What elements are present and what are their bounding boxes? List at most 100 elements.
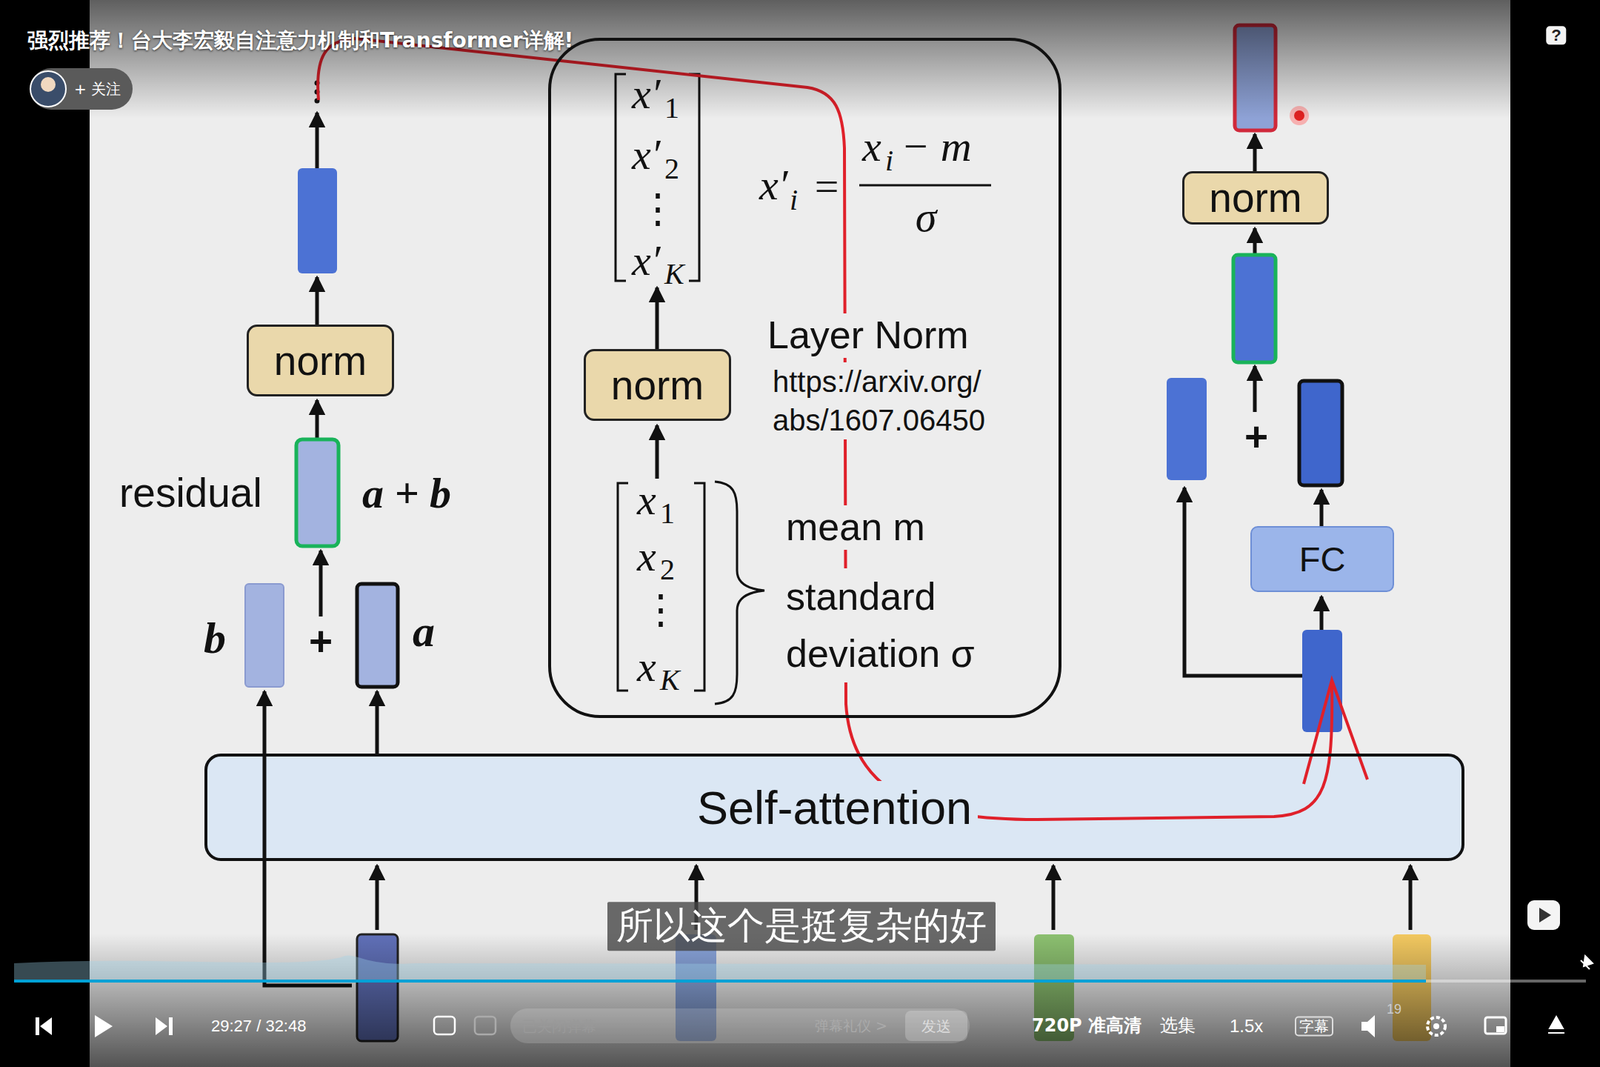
subscript: 1	[664, 91, 680, 126]
panel-text: Layer Norm	[764, 313, 972, 358]
prev-icon	[35, 1017, 40, 1035]
residual-vector	[296, 439, 339, 546]
arrow	[1253, 365, 1258, 412]
arrow	[315, 277, 320, 325]
send-button	[905, 1010, 968, 1041]
bottom-shade	[0, 933, 1600, 1067]
settings-icon	[1433, 1022, 1440, 1029]
arrow	[655, 287, 660, 349]
arrow	[315, 112, 320, 169]
panel-text: mean m	[782, 505, 929, 550]
tv-icon-play	[1539, 907, 1552, 923]
norm-box: norm	[1182, 171, 1329, 225]
vector-name: a	[412, 605, 435, 658]
heat-wave	[14, 954, 1426, 981]
slide-background	[89, 0, 1511, 1067]
formula: =	[814, 162, 840, 212]
norm-box: norm	[583, 348, 732, 421]
matrix-entry: x	[637, 531, 657, 582]
volume-level: 19	[1386, 1001, 1402, 1018]
matrix-entry: ⋮	[637, 185, 678, 232]
matrix-bracket	[617, 482, 629, 691]
quality-button: 720P 准高清	[1031, 1015, 1142, 1037]
fc-box: FC	[1250, 525, 1395, 592]
formula: x′	[759, 160, 788, 211]
subtitle-button: 字幕	[1294, 1016, 1334, 1037]
plus-sign: +	[1244, 413, 1269, 460]
arrow	[1320, 596, 1324, 630]
formula: a + b	[362, 468, 452, 519]
panel-text: https://arxiv.org/ abs/1607.06450	[769, 362, 1058, 440]
avatar-face	[40, 77, 56, 92]
next-icon	[155, 1017, 168, 1035]
play-icon	[94, 1014, 113, 1038]
pen-annotation	[317, 38, 1332, 820]
next-icon	[168, 1017, 173, 1035]
top-shade	[0, 0, 1600, 119]
subscript: 2	[660, 552, 675, 587]
arrow	[319, 550, 323, 617]
help-icon: ?	[1545, 25, 1566, 45]
vector-b	[245, 583, 284, 687]
arrow	[1253, 228, 1258, 255]
formula: σ	[915, 192, 938, 243]
matrix-entry: x	[637, 642, 657, 692]
self-attention-fill	[204, 753, 1465, 861]
vector	[1299, 380, 1343, 486]
speed-button: 1.5x	[1229, 1015, 1263, 1037]
vector	[1166, 377, 1207, 480]
layer-norm-panel: Layer Normhttps://arxiv.org/ abs/1607.06…	[548, 37, 1062, 718]
subscript: 2	[664, 151, 680, 186]
arrow	[655, 425, 660, 479]
vector-a	[357, 583, 398, 687]
arrow	[1051, 865, 1056, 930]
tv-icon	[1527, 900, 1560, 930]
fullscreen-icon	[1548, 1016, 1565, 1033]
arrow	[1253, 134, 1258, 172]
self-attention-box: Self-attention	[204, 753, 1465, 861]
settings-icon	[1427, 1017, 1446, 1035]
matrix-entry: x′	[631, 236, 660, 286]
vector-name: b	[203, 612, 226, 664]
subscript: 1	[660, 496, 675, 531]
arrow	[1408, 865, 1413, 930]
matrix-entry: x	[637, 475, 657, 526]
node-label: norm	[274, 337, 367, 385]
norm-box: norm	[246, 324, 395, 397]
avatar	[30, 71, 66, 107]
fraction-bar	[859, 184, 992, 187]
curly-brace	[714, 481, 765, 704]
pip-icon	[1485, 1017, 1506, 1034]
node-label: Self-attention	[691, 780, 978, 835]
send-button: 发送	[921, 1017, 952, 1035]
formula: x	[862, 122, 882, 172]
formula: − m	[900, 122, 972, 172]
arrow	[375, 865, 380, 930]
progress-remaining	[1425, 979, 1586, 983]
vector	[297, 168, 338, 274]
matrix-bracket	[694, 482, 705, 691]
danmaku-icon	[434, 1016, 455, 1035]
matrix-entry: x′	[631, 130, 660, 180]
pin-icon	[1580, 955, 1593, 969]
pip-icon	[1496, 1025, 1505, 1032]
input-placeholder: 已关闭弹幕	[522, 1017, 597, 1035]
episodes-button: 选集	[1160, 1015, 1196, 1037]
subscript: i	[885, 143, 894, 178]
follow-button: + 关注	[74, 80, 121, 98]
danmaku-etiquette: 弹幕礼仪 >	[814, 1017, 888, 1035]
matrix-entry: x′	[631, 69, 660, 120]
subtitle: 所以这个是挺复杂的好	[607, 901, 996, 951]
plus-sign: +	[308, 617, 333, 665]
volume-icon	[1361, 1014, 1375, 1038]
node-label: norm	[1208, 174, 1302, 222]
danmaku-input	[510, 1008, 970, 1043]
arrow	[375, 691, 380, 754]
panel-text: standard deviation σ	[782, 568, 1056, 683]
subscript: i	[789, 182, 798, 218]
subscript: K	[664, 257, 685, 292]
video-title: 强烈推荐！台大李宏毅自注意力机制和Transformer详解!	[27, 26, 574, 55]
progress-played	[14, 979, 1426, 983]
subscript: K	[660, 662, 680, 698]
